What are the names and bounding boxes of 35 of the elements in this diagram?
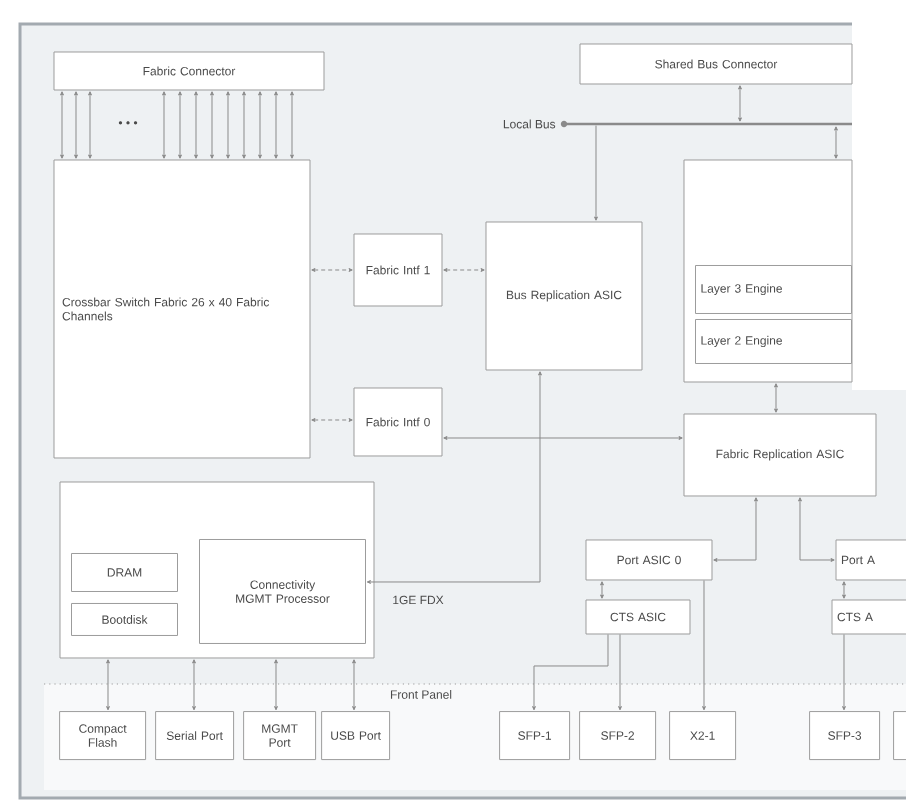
arrow — [274, 659, 278, 711]
arrow — [74, 91, 78, 159]
arrow — [774, 383, 778, 413]
arrow — [443, 436, 683, 440]
arrow — [106, 659, 110, 711]
arrow — [60, 91, 64, 159]
arrow — [842, 634, 846, 711]
arrow — [834, 126, 838, 159]
arrow — [162, 91, 166, 159]
arrow — [713, 497, 758, 562]
arrow — [594, 125, 598, 221]
arrow — [178, 91, 182, 159]
arrow — [443, 268, 485, 272]
arrow — [192, 659, 196, 711]
arrow — [352, 659, 356, 711]
arrow — [702, 580, 706, 711]
arrow — [258, 91, 262, 159]
arrow — [88, 91, 92, 159]
arrow — [842, 581, 846, 599]
arrow — [290, 91, 294, 159]
arrow — [242, 91, 246, 159]
arrow — [618, 634, 622, 711]
arrow — [311, 268, 353, 272]
arrow — [366, 371, 542, 584]
bus-line — [560, 120, 852, 128]
arrow — [600, 581, 604, 599]
arrow — [210, 91, 214, 159]
arrow — [194, 91, 198, 159]
arrow — [311, 418, 353, 422]
arrow — [532, 634, 609, 711]
arrow — [226, 91, 230, 159]
port-box — [893, 711, 906, 761]
arrow — [798, 497, 835, 562]
arrow — [274, 91, 278, 159]
arrow — [738, 85, 742, 122]
